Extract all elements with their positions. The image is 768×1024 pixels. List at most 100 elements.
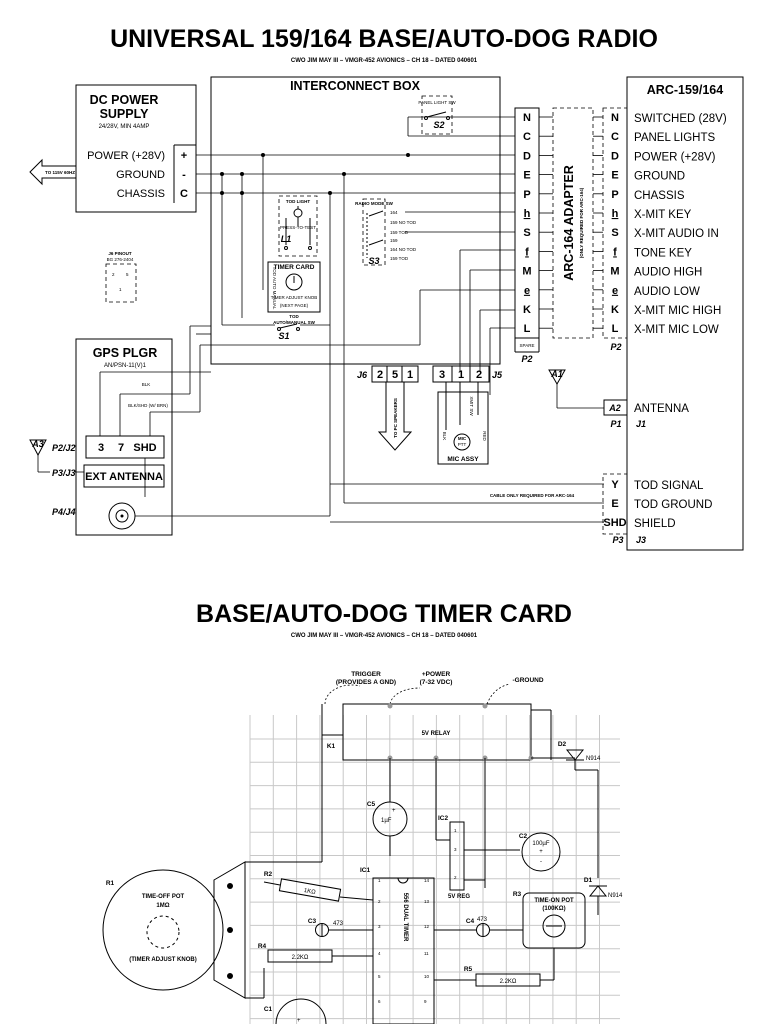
j1-label: J1 (636, 419, 646, 429)
tod-light-label: TOD LIGHT (286, 199, 310, 204)
ic1-name: 556 DUAL TIMER (402, 893, 408, 942)
tod-signal-3: SHIELD (634, 518, 676, 530)
gps-ext-antenna: EXT ANTENNA (85, 471, 163, 483)
k1-label: K1 (327, 743, 336, 750)
mic-ptt: PTT (458, 442, 467, 447)
r2-value: 1KΩ (303, 888, 316, 896)
r4-value: 2.2KΩ (292, 955, 309, 961)
ic1-label: IC1 (360, 867, 371, 874)
r5-label: R5 (464, 966, 473, 973)
mic-label: MIC (458, 436, 467, 441)
j6-pin-3: 1 (407, 369, 413, 381)
j6-connector: J6 2 5 1 (357, 365, 419, 383)
ic2-name: 5V REG (448, 894, 470, 900)
dc-power-row-3-pin: C (180, 188, 188, 200)
c2-plus: + (539, 849, 543, 855)
r1-name: TIME-OFF POT (142, 894, 185, 900)
mic-wire-1: BLK (442, 432, 447, 441)
pin-signal-9: AUDIO HIGH (634, 267, 702, 279)
ic2-pin-3: 3 (454, 847, 457, 852)
page2-title: BASE/AUTO-DOG TIMER CARD (196, 600, 572, 628)
pin-right-11: K (611, 304, 619, 316)
dc-power-row-1-pin: + (181, 150, 187, 162)
tod-light-l1: TOD LIGHT PRESS-TO-TEST L1 (278, 195, 318, 257)
j5-pin-1: 3 (439, 369, 445, 381)
mic-wire-2: RED (482, 431, 487, 441)
press-to-test-label: PRESS-TO-TEST (280, 225, 316, 230)
auto-manual-sw-label: AUTO/MANUAL SW (273, 320, 316, 325)
s3-position-1: 164 (390, 210, 398, 215)
cable-note: CABLE ONLY REQUIRED FOR ARC-164 (490, 493, 575, 498)
dc-power-row-3-label: CHASSIS (117, 188, 165, 200)
pin-left-9: M (522, 266, 531, 278)
pin-left-3: D (523, 150, 531, 162)
pin-right-7: S (611, 227, 618, 239)
ic1-right-pin-9: 9 (424, 999, 427, 1004)
gps-title: GPS PLGR (93, 346, 158, 360)
perfboard-grid (249, 715, 620, 1024)
r3-name: TIME-ON POT (534, 898, 574, 904)
pin-left-6: h (524, 208, 531, 220)
pin-right-5: P (611, 189, 618, 201)
interconnect-box: INTERCONNECT BOX (210, 76, 501, 365)
radio-mode-switch-s3: RADIO MODE SW 164 159 NO TOD 159 TOD 159… (355, 198, 417, 266)
p3-label: P3 (612, 535, 623, 545)
ic2-pin-2: 2 (454, 875, 457, 880)
tod-pin-3: SHD (603, 517, 626, 529)
junction-dots (220, 153, 410, 195)
pin-left-12: L (524, 323, 531, 335)
page1-title: UNIVERSAL 159/164 BASE/AUTO-DOG RADIO (110, 25, 658, 53)
c2-value: 100µF (532, 841, 549, 847)
j6-label: J6 (357, 370, 368, 380)
timer-card-circuit: TRIGGER (PROVIDES A GND) +POWER (7-32 VD… (102, 671, 623, 1024)
panel-light-switch-s2: PANEL LIGHT SW S2 (418, 95, 456, 135)
pin-left-8: f (525, 246, 529, 258)
pin-left-4: E (523, 170, 530, 182)
a3-label: A3 (31, 439, 44, 449)
ic1-left-pin-3: 3 (378, 924, 381, 929)
c4-value: 473 (477, 917, 488, 923)
pin-signal-8: TONE KEY (634, 247, 692, 259)
spare-label: SPARE (520, 343, 535, 348)
panel-light-sw-label: PANEL LIGHT SW (418, 100, 456, 105)
j3-label: J3 (636, 535, 646, 545)
ground-label: -GROUND (512, 677, 543, 684)
r3-value: (100KΩ) (542, 906, 565, 912)
pin-left-1: N (523, 112, 531, 124)
pin-right-10: e (612, 285, 618, 297)
mic-assembly: MIC PTT XMIT SW BLK RED MIC ASSY (437, 382, 489, 465)
pin-right-4: E (611, 170, 618, 182)
c1-plus: + (297, 1018, 301, 1024)
c3-value: 473 (333, 921, 344, 927)
l1-label: L1 (281, 234, 292, 244)
arc159-radio: ARC-159/164 P2 A1 A2 ANTENNA P1 J1 P3 J3… (490, 76, 744, 551)
page2-subtitle: CWO JIM MAY III – VMGR-452 AVIONICS – CH… (291, 633, 478, 639)
ic1-left-pin-5: 5 (378, 974, 381, 979)
pin-left-10: e (524, 285, 530, 297)
s3-position-6: 159 TOD (390, 256, 409, 261)
page1-subtitle: CWO JIM MAY III – VMGR-452 AVIONICS – CH… (291, 58, 478, 64)
timer-card-label: TIMER CARD (274, 264, 315, 271)
gps-model: AN/PSN-11(V)1 (104, 363, 147, 369)
pin-right-3: D (611, 150, 619, 162)
j6-pinout-pin-2: 2 (112, 272, 115, 277)
gps-plgr: GPS PLGR AN/PSN-11(V)1 BLK BLK/SHD (W/ B… (37, 326, 331, 536)
arc164-adapter-title: ARC-164 ADAPTER (562, 165, 576, 281)
ic1-left-pin-2: 2 (378, 899, 381, 904)
dc-power-row-1-label: POWER (+28V) (87, 150, 165, 162)
pc-speakers-label: TO PC SPEAKERS (393, 398, 398, 438)
gps-port-pin-shd: SHD (133, 442, 156, 454)
r3-label: R3 (513, 891, 522, 898)
j6-pinout-pin-1: 1 (119, 287, 122, 292)
gps-port-pin-7: 7 (118, 442, 124, 454)
s1-label: S1 (278, 331, 289, 341)
arc164-adapter-note: (ONLY REQUIRED FOR ARC-164) (579, 187, 584, 258)
dc-power-rating: 24/28V, MIN 4AMP (99, 124, 150, 130)
a1-label: A1 (550, 369, 563, 379)
pin-left-5: P (523, 189, 530, 201)
j6-pinout: J6 PINOUT BG 276-2404 2 5 1 (105, 251, 137, 303)
c1-label: C1 (264, 1006, 273, 1013)
interconnect-pin-strip: SPARE P2 (514, 107, 540, 364)
